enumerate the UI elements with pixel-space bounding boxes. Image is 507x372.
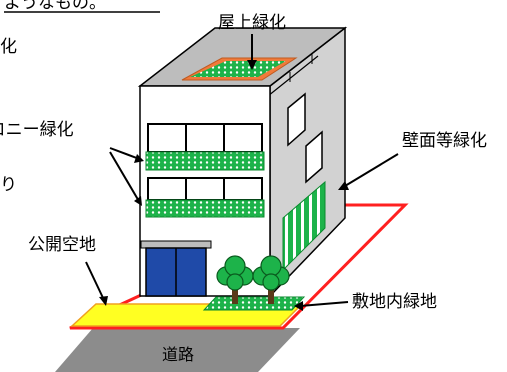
site-greenery-area bbox=[202, 296, 306, 311]
rooftop-label: 屋上緑化 bbox=[218, 13, 286, 33]
road-label: 道路 bbox=[162, 345, 194, 364]
road-shape bbox=[55, 328, 300, 372]
side-window-1 bbox=[287, 92, 306, 147]
wall-label: 壁面等緑化 bbox=[402, 131, 487, 151]
tree-1 bbox=[216, 255, 254, 304]
tree-2 bbox=[252, 255, 290, 304]
entrance-canopy bbox=[140, 240, 212, 249]
balcony-greening-lower bbox=[145, 199, 265, 218]
left-text-fragment-1: 化 bbox=[0, 37, 17, 57]
top-text-fragment: ようなもの。 bbox=[4, 0, 106, 13]
upper-windows bbox=[147, 123, 263, 153]
left-text-fragment-3: り bbox=[0, 175, 17, 195]
site-greenery-label: 敷地内緑地 bbox=[352, 292, 437, 312]
rooftop-greening bbox=[190, 61, 286, 77]
balcony-label: バルコニー緑化 bbox=[0, 120, 74, 140]
middle-windows bbox=[147, 177, 263, 201]
side-window-2 bbox=[305, 130, 323, 184]
wall-greening bbox=[282, 180, 326, 272]
balcony-greening-upper bbox=[145, 151, 265, 171]
public-space-label: 公開空地 bbox=[28, 235, 96, 255]
